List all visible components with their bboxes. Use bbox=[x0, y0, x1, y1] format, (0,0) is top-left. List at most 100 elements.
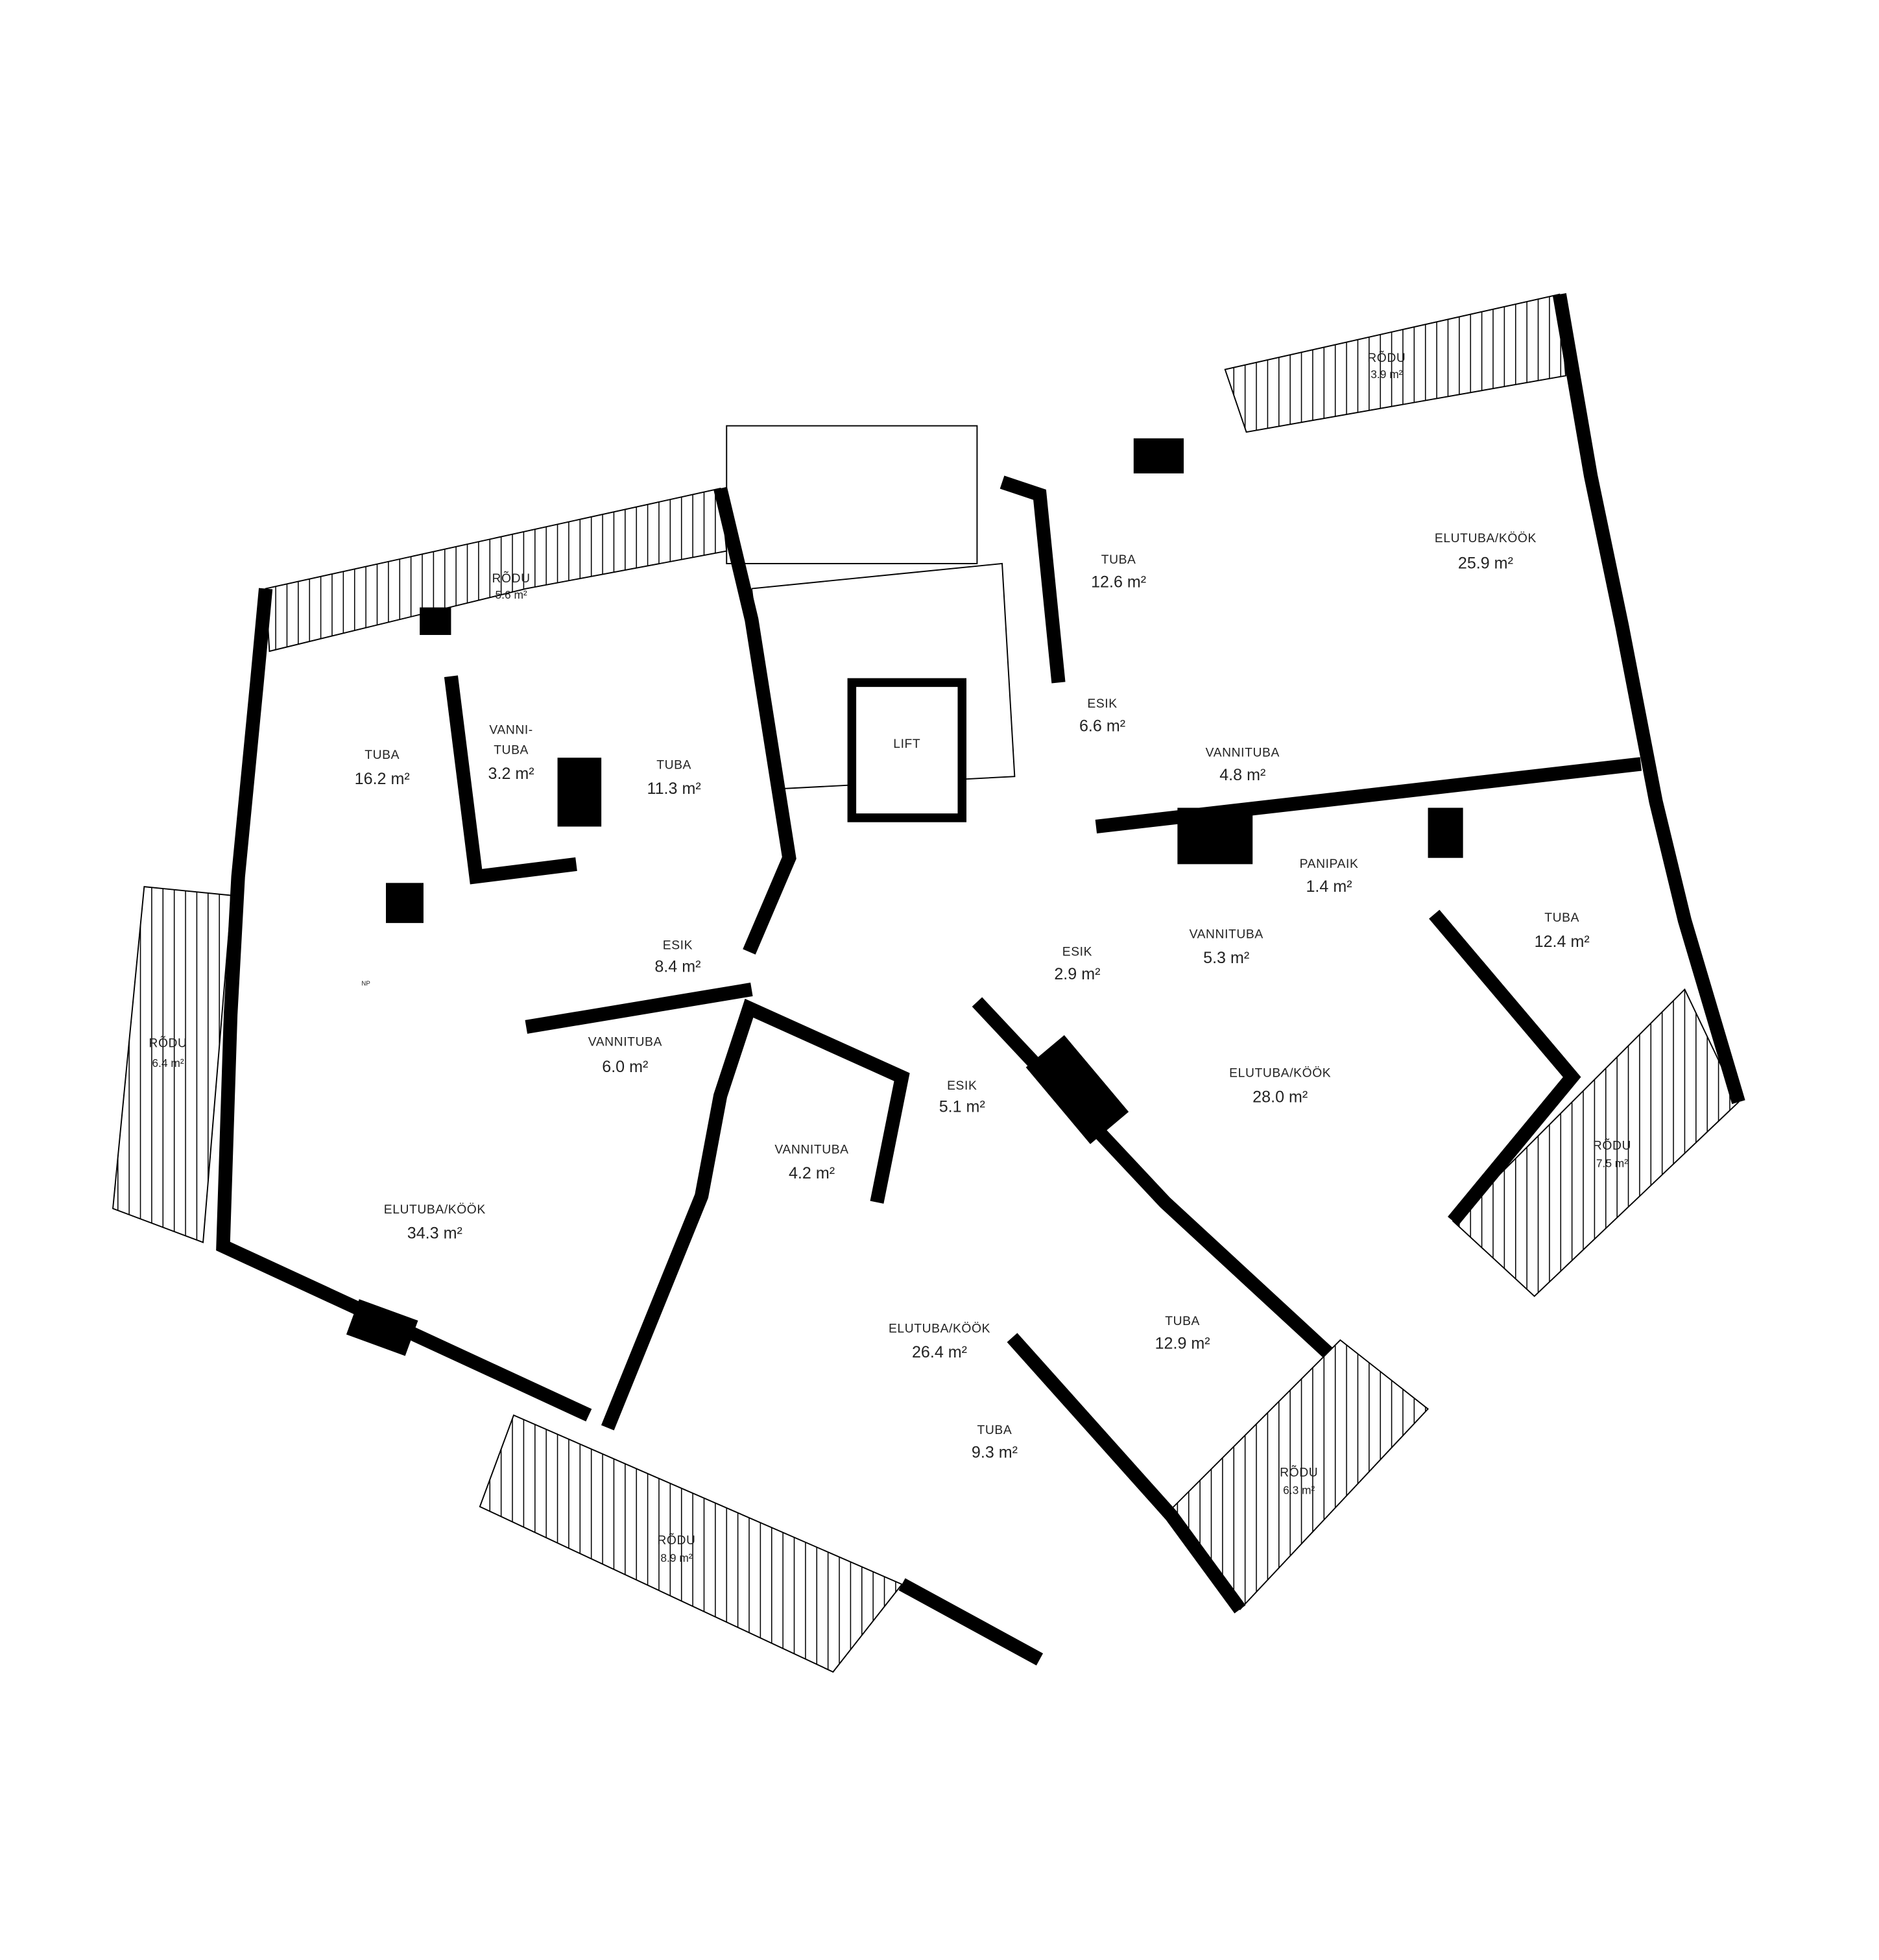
room-tuba-a2: TUBA 11.3 m² bbox=[647, 759, 701, 798]
svg-text:RÕDU: RÕDU bbox=[657, 1532, 695, 1548]
svg-text:TUBA: TUBA bbox=[494, 743, 529, 757]
svg-text:RÕDU: RÕDU bbox=[1593, 1138, 1631, 1153]
svg-text:4.2 m²: 4.2 m² bbox=[789, 1164, 835, 1182]
svg-text:VANNITUBA: VANNITUBA bbox=[1206, 746, 1280, 759]
svg-text:RÕDU: RÕDU bbox=[1280, 1464, 1318, 1480]
svg-text:TUBA: TUBA bbox=[1101, 553, 1136, 567]
column bbox=[557, 758, 602, 827]
svg-text:1.4 m²: 1.4 m² bbox=[1306, 878, 1352, 896]
room-rodu-c: RÕDU 7.5 m² bbox=[1593, 1138, 1631, 1170]
room-rodu-d: RÕDU 6.3 m² bbox=[1280, 1464, 1318, 1497]
svg-text:4.8 m²: 4.8 m² bbox=[1219, 766, 1265, 784]
stairwell bbox=[726, 425, 1016, 822]
column bbox=[1428, 807, 1463, 858]
room-vannituba-c: VANNITUBA 5.3 m² bbox=[1190, 927, 1263, 967]
svg-text:6.3 m²: 6.3 m² bbox=[1283, 1484, 1315, 1497]
room-elutuba-b: ELUTUBA/KÖÖK 25.9 m² bbox=[1435, 531, 1537, 573]
svg-text:RÕDU: RÕDU bbox=[149, 1034, 187, 1050]
room-tuba-c1: TUBA 12.4 m² bbox=[1535, 911, 1590, 951]
room-tuba-a1: TUBA 16.2 m² bbox=[355, 748, 410, 788]
room-elutuba-d: ELUTUBA/KÖÖK 26.4 m² bbox=[889, 1322, 990, 1362]
svg-text:2.9 m²: 2.9 m² bbox=[1054, 965, 1100, 983]
svg-text:34.3 m²: 34.3 m² bbox=[407, 1225, 462, 1243]
svg-text:6.0 m²: 6.0 m² bbox=[602, 1058, 648, 1076]
svg-text:11.3 m²: 11.3 m² bbox=[647, 780, 701, 798]
svg-text:VANNI-: VANNI- bbox=[489, 724, 533, 737]
svg-text:6.6 m²: 6.6 m² bbox=[1079, 717, 1125, 735]
svg-text:ELUTUBA/KÖÖK: ELUTUBA/KÖÖK bbox=[384, 1202, 486, 1217]
room-esik-d: ESIK 5.1 m² bbox=[939, 1079, 985, 1116]
room-vannituba-d: VANNITUBA 4.2 m² bbox=[774, 1143, 848, 1182]
room-rodu-b: RÕDU 3.9 m² bbox=[1367, 350, 1406, 381]
room-tuba-d2: TUBA 9.3 m² bbox=[972, 1424, 1018, 1462]
svg-text:25.9 m²: 25.9 m² bbox=[1458, 555, 1513, 573]
stair-void bbox=[726, 425, 978, 564]
svg-text:8.4 m²: 8.4 m² bbox=[654, 957, 700, 975]
balconies bbox=[112, 293, 1740, 1673]
svg-text:TUBA: TUBA bbox=[1165, 1315, 1200, 1328]
svg-text:ESIK: ESIK bbox=[1062, 945, 1092, 959]
svg-text:RÕDU: RÕDU bbox=[492, 570, 531, 586]
room-rodu-e: RÕDU 8.9 m² bbox=[657, 1532, 695, 1564]
room-vannituba-b: VANNITUBA 4.8 m² bbox=[1206, 746, 1280, 784]
svg-text:26.4 m²: 26.4 m² bbox=[912, 1343, 967, 1361]
svg-text:28.0 m²: 28.0 m² bbox=[1252, 1088, 1308, 1106]
column bbox=[1177, 807, 1253, 865]
svg-text:5.3 m²: 5.3 m² bbox=[1203, 949, 1249, 967]
column bbox=[386, 883, 424, 924]
room-panipaik: PANIPAIK 1.4 m² bbox=[1300, 857, 1359, 896]
svg-text:12.4 m²: 12.4 m² bbox=[1535, 933, 1590, 951]
svg-text:ELUTUBA/KÖÖK: ELUTUBA/KÖÖK bbox=[1435, 531, 1537, 545]
svg-text:VANNITUBA: VANNITUBA bbox=[1190, 927, 1263, 941]
svg-text:TUBA: TUBA bbox=[1544, 911, 1579, 925]
svg-text:ESIK: ESIK bbox=[663, 939, 693, 953]
room-tuba-d1: TUBA 12.9 m² bbox=[1155, 1315, 1210, 1353]
svg-text:VANNITUBA: VANNITUBA bbox=[588, 1035, 662, 1049]
balcony-rodu-a2 bbox=[112, 886, 233, 1243]
room-tuba-b1: TUBA 12.6 m² bbox=[1091, 553, 1146, 592]
svg-text:ESIK: ESIK bbox=[1087, 697, 1117, 711]
svg-text:5.6 m²: 5.6 m² bbox=[495, 588, 527, 601]
balcony-rodu-a bbox=[265, 487, 728, 652]
walls bbox=[216, 293, 1745, 1666]
room-rodu-a2: RÕDU 6.4 m² bbox=[149, 1034, 187, 1070]
svg-text:VANNITUBA: VANNITUBA bbox=[774, 1143, 848, 1156]
svg-text:8.9 m²: 8.9 m² bbox=[660, 1551, 692, 1564]
room-rodu-a: RÕDU 5.6 m² bbox=[492, 570, 531, 601]
balcony-rodu-b bbox=[1224, 293, 1567, 433]
room-lift: LIFT bbox=[893, 737, 920, 751]
svg-text:12.6 m²: 12.6 m² bbox=[1091, 573, 1146, 592]
balcony-rodu-e bbox=[479, 1414, 904, 1673]
room-esik-a: ESIK 8.4 m² bbox=[654, 939, 700, 976]
column bbox=[420, 607, 451, 636]
svg-text:12.9 m²: 12.9 m² bbox=[1155, 1335, 1210, 1353]
svg-text:ELUTUBA/KÖÖK: ELUTUBA/KÖÖK bbox=[1229, 1066, 1331, 1081]
svg-text:LIFT: LIFT bbox=[893, 737, 920, 751]
lift-shaft bbox=[847, 678, 967, 822]
svg-text:6.4 m²: 6.4 m² bbox=[152, 1057, 184, 1070]
svg-text:3.2 m²: 3.2 m² bbox=[488, 765, 534, 783]
appliance-label: NP bbox=[361, 981, 370, 988]
svg-text:TUBA: TUBA bbox=[977, 1424, 1012, 1437]
svg-text:16.2 m²: 16.2 m² bbox=[355, 770, 410, 788]
svg-text:7.5 m²: 7.5 m² bbox=[1596, 1157, 1628, 1170]
svg-text:5.1 m²: 5.1 m² bbox=[939, 1098, 985, 1116]
room-vannituba-a2: VANNITUBA 6.0 m² bbox=[588, 1035, 662, 1076]
column bbox=[1025, 1034, 1129, 1144]
room-vannituba-a: VANNI- TUBA 3.2 m² bbox=[488, 724, 534, 783]
svg-text:PANIPAIK: PANIPAIK bbox=[1300, 857, 1359, 871]
svg-text:TUBA: TUBA bbox=[365, 748, 400, 762]
svg-text:RÕDU: RÕDU bbox=[1367, 350, 1406, 365]
column bbox=[346, 1299, 418, 1356]
room-elutuba-c: ELUTUBA/KÖÖK 28.0 m² bbox=[1229, 1066, 1331, 1106]
column bbox=[1133, 438, 1184, 473]
svg-text:TUBA: TUBA bbox=[656, 759, 691, 772]
room-esik-c: ESIK 2.9 m² bbox=[1054, 945, 1100, 983]
svg-text:ESIK: ESIK bbox=[947, 1079, 977, 1093]
room-esik-b: ESIK 6.6 m² bbox=[1079, 697, 1125, 735]
svg-text:9.3 m²: 9.3 m² bbox=[972, 1444, 1018, 1462]
svg-text:3.9 m²: 3.9 m² bbox=[1370, 368, 1402, 381]
svg-text:ELUTUBA/KÖÖK: ELUTUBA/KÖÖK bbox=[889, 1322, 990, 1336]
